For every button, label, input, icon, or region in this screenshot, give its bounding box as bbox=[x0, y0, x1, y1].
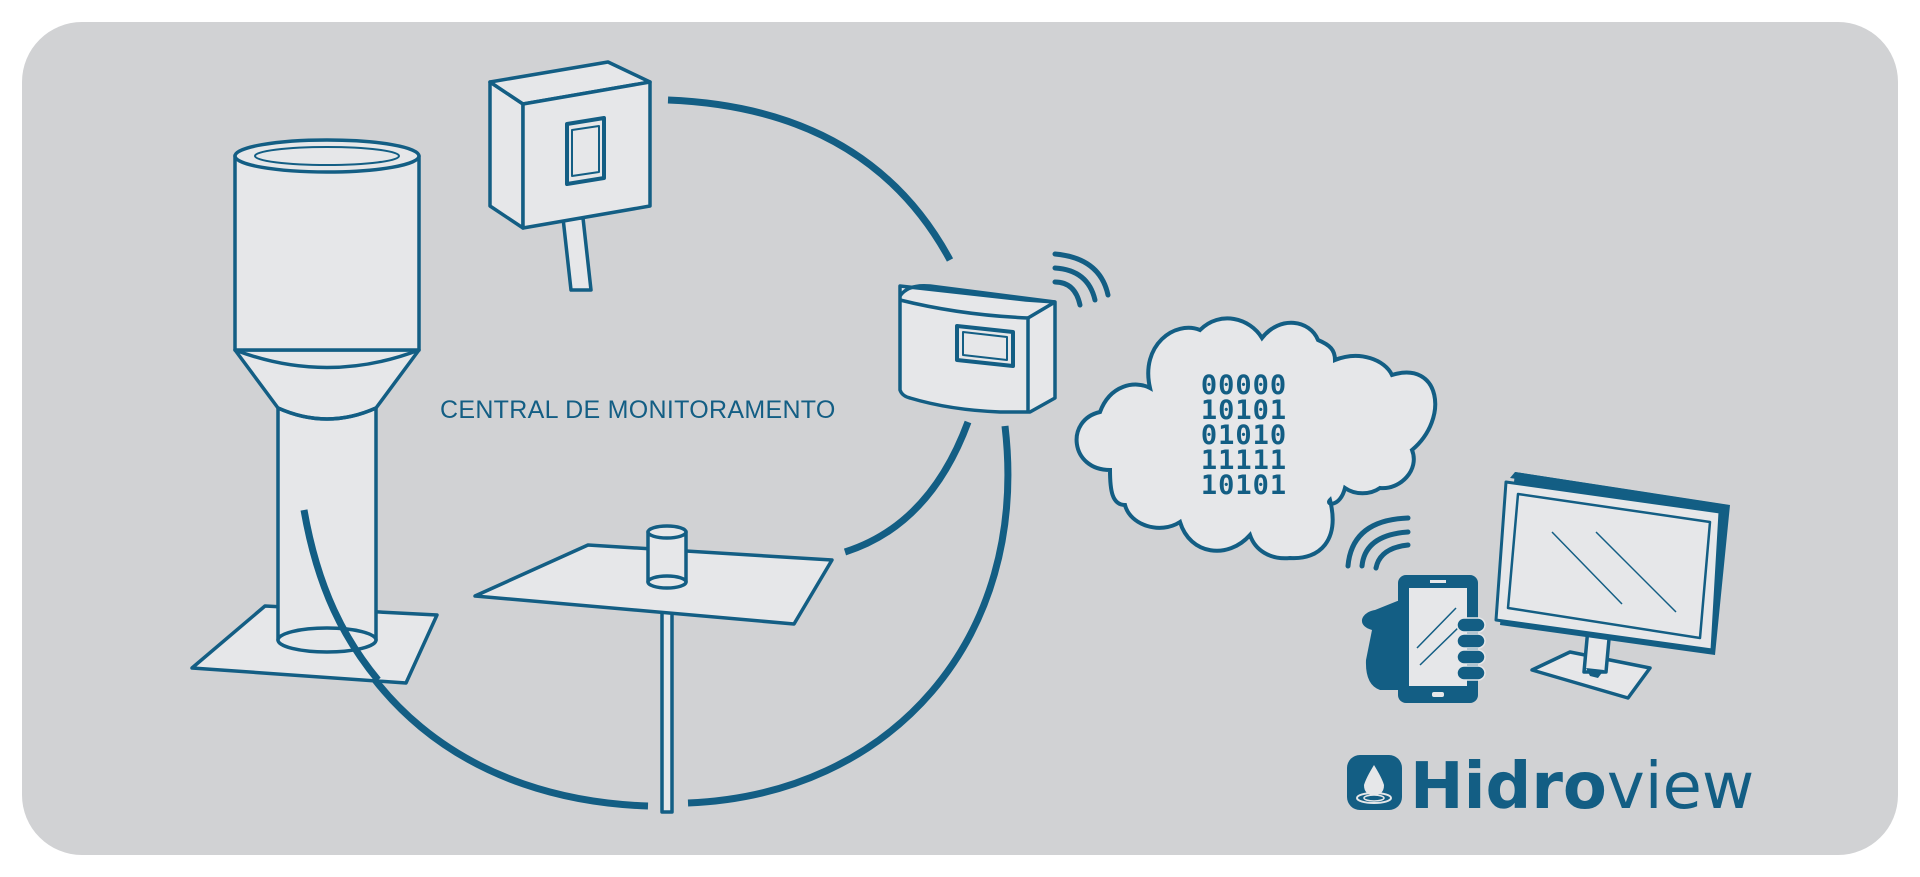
binary-line-2: 10101 bbox=[1201, 395, 1287, 426]
brand-logo: Hidroview bbox=[1347, 750, 1754, 824]
arc-wall-sensor-to-logger bbox=[667, 96, 954, 262]
binary-line-1: 00000 bbox=[1201, 370, 1287, 401]
brand-name-light: view bbox=[1607, 750, 1754, 824]
smartphone-icon bbox=[1361, 575, 1486, 703]
brand-name-bold: Hidro bbox=[1410, 750, 1607, 824]
binary-line-4: 11111 bbox=[1201, 445, 1287, 476]
data-logger-icon bbox=[898, 283, 1057, 414]
wireless-signal-icon bbox=[1052, 251, 1111, 308]
center-label: CENTRAL DE MONITORAMENTO bbox=[440, 396, 836, 424]
binary-line-5: 10101 bbox=[1201, 470, 1287, 501]
arc-logger-to-panel bbox=[843, 420, 972, 556]
solar-panel-sensor-icon bbox=[473, 524, 834, 814]
connection-arcs bbox=[300, 96, 1012, 810]
smartphone-wireless-signal-icon bbox=[1345, 515, 1411, 571]
arc-big-loop bbox=[687, 425, 1012, 807]
wall-sensor-box-icon bbox=[488, 60, 652, 292]
brand-name: Hidroview bbox=[1410, 750, 1754, 824]
arc-gauge-loop-front bbox=[300, 509, 381, 683]
cloud-icon: 00000 10101 01010 11111 10101 bbox=[1074, 316, 1438, 561]
binary-line-3: 01010 bbox=[1201, 420, 1287, 451]
monitor-icon bbox=[1494, 472, 1730, 700]
